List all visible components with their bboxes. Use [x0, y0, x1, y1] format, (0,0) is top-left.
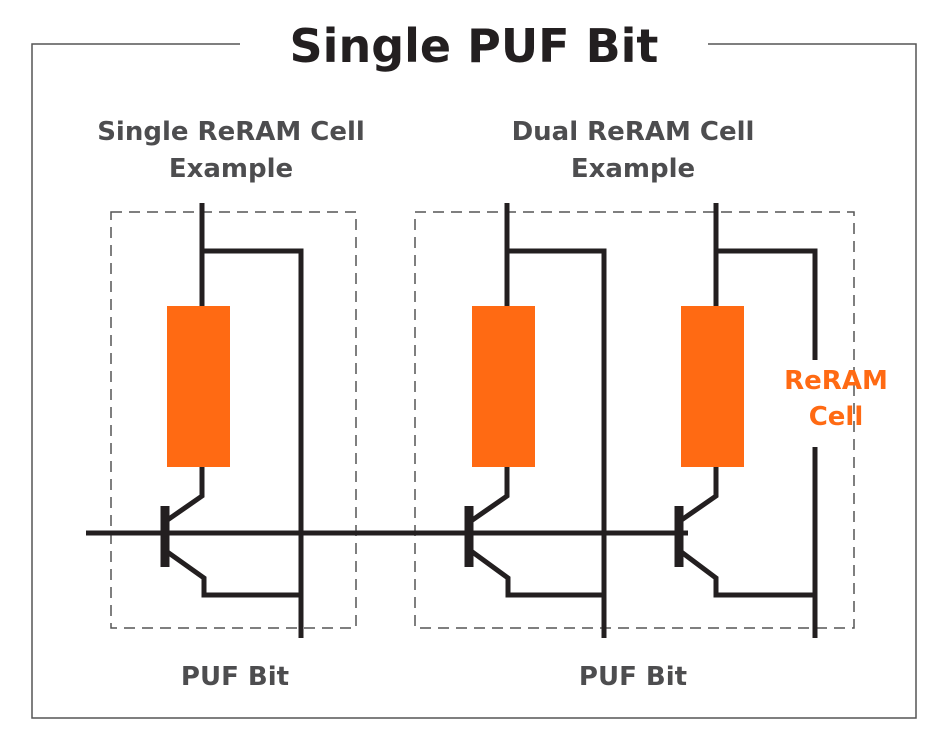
dual-cell-heading-line2: Example: [571, 154, 695, 184]
single-cell-bitline-top: [202, 248, 304, 638]
dual-left-collector-wire: [469, 466, 510, 524]
dual-cell-footer: PUF Bit: [579, 662, 687, 692]
dual-cell-heading-line1: Dual ReRAM Cell: [512, 117, 755, 147]
single-cell-circuit: [160, 203, 304, 638]
single-cell-dashed-box: [110, 211, 357, 629]
single-cell-footer: PUF Bit: [181, 662, 289, 692]
diagram-title: Single PUF Bit: [290, 19, 659, 73]
outer-frame: [31, 43, 917, 719]
single-cell-heading-line1: Single ReRAM Cell: [97, 117, 365, 147]
single-cell-collector-wire: [164, 466, 205, 524]
dual-cell-left-circuit: [464, 203, 607, 638]
single-cell-reram-resistor: [167, 306, 230, 467]
dual-right-emitter-wire: [678, 549, 815, 598]
single-cell-emitter-wire: [164, 548, 301, 598]
dual-cell-right-circuit: [674, 203, 818, 638]
dual-right-reram-resistor: [681, 306, 744, 467]
dual-cell-dashed-box: [414, 211, 855, 629]
reram-cell-label-line1: ReRAM: [784, 366, 888, 396]
dual-right-collector-wire: [678, 466, 719, 524]
reram-cell-label-line2: Cell: [809, 402, 864, 432]
dual-right-bitline-upper: [716, 248, 818, 360]
dual-left-bitline: [507, 248, 607, 638]
dual-left-emitter-wire: [469, 548, 604, 598]
single-cell-heading-line2: Example: [169, 154, 293, 184]
dual-left-reram-resistor: [472, 306, 535, 467]
